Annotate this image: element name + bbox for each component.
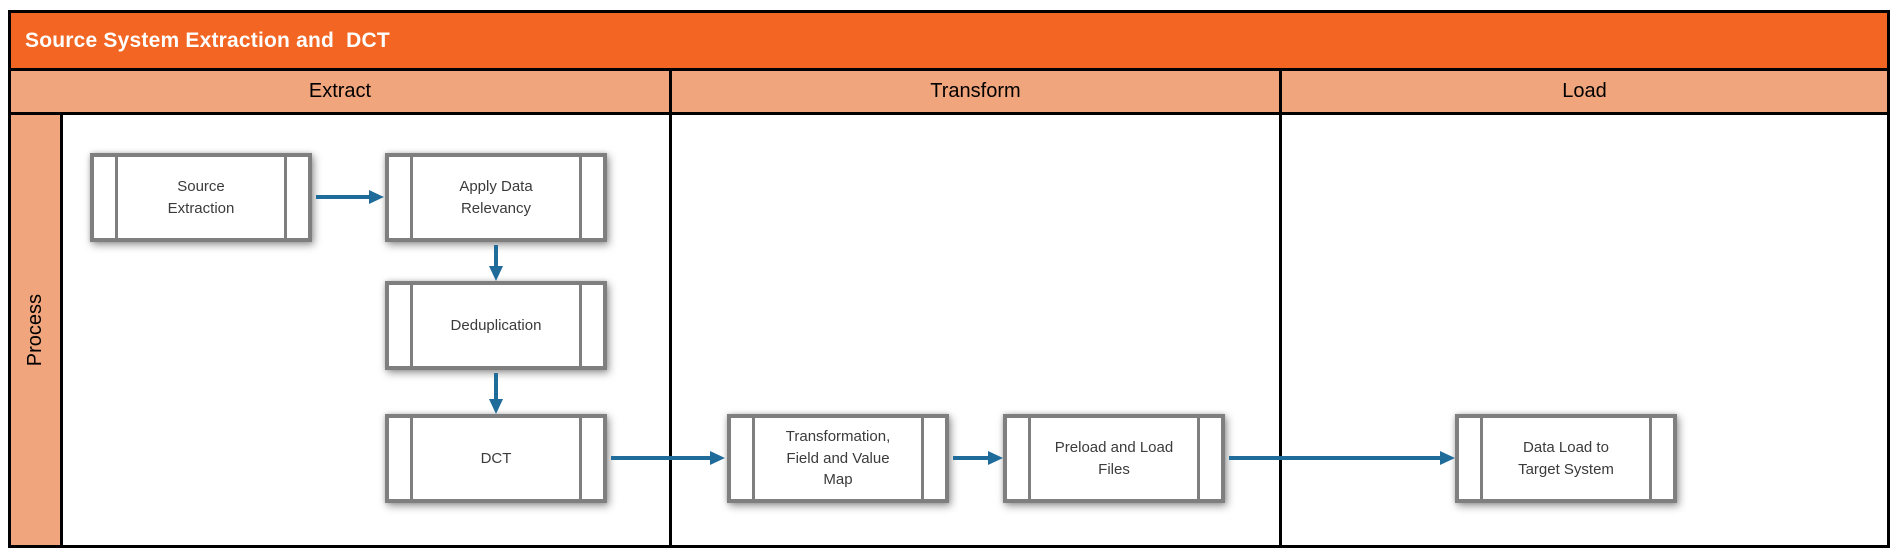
diagram-title: Source System Extraction and DCT [25,28,390,52]
node-label: DCT [480,449,512,467]
node-deduplication[interactable]: Deduplication [385,281,607,370]
lane-divider-extract-transform [669,115,672,545]
node-dct[interactable]: DCT [385,414,607,503]
lane-header-transform: Transform [672,71,1282,115]
title-band: Source System Extraction and DCT [11,13,1887,71]
predefined-process-bar [410,285,413,366]
lane-header-extract: Extract [11,71,672,115]
node-source-extraction[interactable]: Source Extraction [90,153,312,242]
lane-header-extract-label: Extract [308,80,372,102]
predefined-process-bar [410,418,413,499]
process-row-band: Process [11,115,63,545]
node-label: Data Load to Target System [1518,438,1614,478]
predefined-process-bar [1028,418,1031,499]
arrow-deduplication-to-dct[interactable] [489,373,503,414]
predefined-process-bar [1197,418,1200,499]
node-data-load-to-target-system[interactable]: Data Load to Target System [1455,414,1677,503]
node-label: Transformation, Field and Value Map [785,427,891,489]
arrow-preload-to-data-load-to-target-system[interactable] [1229,451,1455,465]
lane-header-load: Load [1282,71,1887,115]
predefined-process-bar [579,418,582,499]
node-preload-and-load-files[interactable]: Preload and Load Files [1003,414,1225,503]
predefined-process-bar [579,285,582,366]
lane-divider-transform-load [1279,115,1282,545]
process-row-label: Process [24,293,46,367]
lane-header-transform-label: Transform [930,80,1021,102]
lane-header-load-label: Load [1562,80,1607,102]
arrow-apply-data-relevancy-to-deduplication[interactable] [489,245,503,281]
arrow-source-extraction-to-apply-data-relevancy[interactable] [316,190,384,204]
predefined-process-bar [921,418,924,499]
predefined-process-bar [1649,418,1652,499]
node-label: Source Extraction [167,177,235,217]
predefined-process-bar [579,157,582,238]
predefined-process-bar [115,157,118,238]
node-transformation-field-and-value-map[interactable]: Transformation, Field and Value Map [727,414,949,503]
arrow-dct-to-transformation-field-and-value-map[interactable] [611,451,725,465]
arrow-transformation-to-preload-and-load-files[interactable] [953,451,1003,465]
node-label: Deduplication [450,316,542,334]
predefined-process-bar [284,157,287,238]
predefined-process-bar [1480,418,1483,499]
node-apply-data-relevancy[interactable]: Apply Data Relevancy [385,153,607,242]
node-label: Preload and Load Files [1054,438,1174,478]
predefined-process-bar [752,418,755,499]
node-label: Apply Data Relevancy [459,177,533,217]
predefined-process-bar [410,157,413,238]
